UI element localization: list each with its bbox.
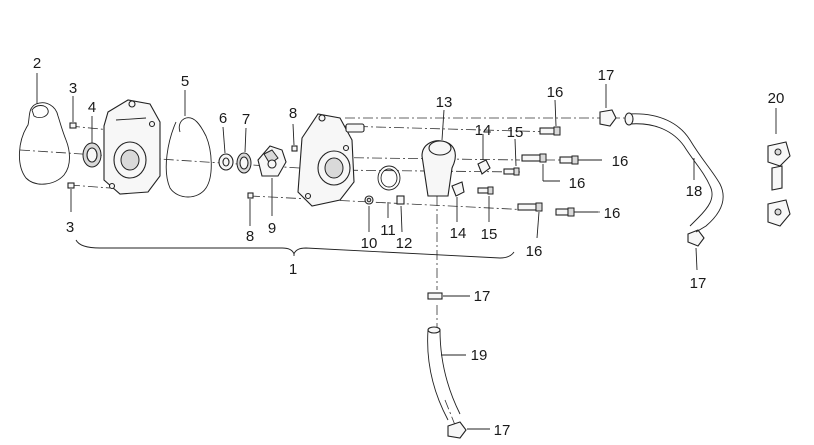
seal-part-7 <box>236 127 252 174</box>
callout-20: 20 <box>768 90 785 107</box>
clamps-part-17 <box>427 84 705 439</box>
elbow-part-13 <box>421 109 456 197</box>
bolts-part-16 <box>345 99 602 239</box>
bracket-part-20 <box>767 108 791 227</box>
hose-part-18 <box>624 112 724 233</box>
callout-17-right: 17 <box>690 275 707 292</box>
callout-3-top: 3 <box>69 80 77 97</box>
callout-18: 18 <box>686 183 703 200</box>
washer-part-6 <box>218 126 234 171</box>
callout-17-bottom: 17 <box>494 422 511 439</box>
callout-11: 11 <box>380 222 396 239</box>
callout-16-c: 16 <box>569 175 586 192</box>
callout-15-bottom: 15 <box>481 226 498 243</box>
callout-7: 7 <box>242 111 250 128</box>
dowel-pins-part-3 <box>67 96 77 212</box>
callout-3-bottom: 3 <box>66 219 74 236</box>
small-parts-10-12 <box>364 195 405 233</box>
callout-17-top: 17 <box>598 67 615 84</box>
callout-16-d: 16 <box>604 205 621 222</box>
gasket-part-2 <box>19 73 70 185</box>
o-ring-part-11 <box>377 165 401 218</box>
assembly-brace-part-1 <box>75 239 515 259</box>
bolts-part-15 <box>477 138 520 222</box>
pump-cover-part-1 <box>297 113 355 207</box>
callout-9: 9 <box>268 220 276 237</box>
callout-4: 4 <box>88 99 96 116</box>
callout-8-bottom: 8 <box>246 228 254 245</box>
pump-housing <box>103 99 161 195</box>
callout-19: 19 <box>471 347 488 364</box>
callout-16-a: 16 <box>547 84 564 101</box>
callout-5: 5 <box>181 73 189 90</box>
brackets-part-14 <box>451 134 491 222</box>
callout-12: 12 <box>396 235 413 252</box>
callout-labels: 2 3 4 5 6 7 8 13 14 15 16 16 16 16 16 17… <box>33 55 785 439</box>
impeller-part-9 <box>257 145 287 216</box>
callout-17-mid: 17 <box>474 288 491 305</box>
o-ring-part-5 <box>165 90 212 198</box>
callout-15-top: 15 <box>507 124 524 141</box>
callout-14-top: 14 <box>475 122 492 139</box>
pins-part-8 <box>247 123 298 226</box>
hose-part-19 <box>427 326 466 421</box>
callout-16-e: 16 <box>526 243 543 260</box>
callout-8-top: 8 <box>289 105 297 122</box>
bearing-part-4 <box>82 116 102 168</box>
callout-6: 6 <box>219 110 227 127</box>
callout-14-bottom: 14 <box>450 225 467 242</box>
callout-1: 1 <box>289 261 297 278</box>
callout-2: 2 <box>33 55 41 72</box>
callout-10: 10 <box>361 235 378 252</box>
callout-13: 13 <box>436 94 453 111</box>
callout-16-b: 16 <box>612 153 629 170</box>
